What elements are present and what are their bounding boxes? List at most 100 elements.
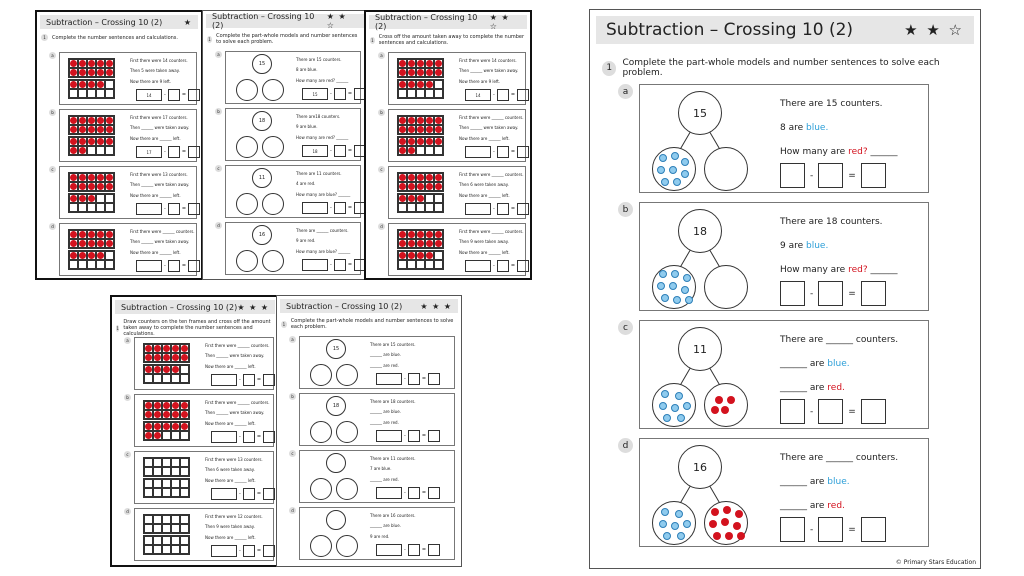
part-circle-right xyxy=(704,501,748,545)
frame-cell xyxy=(78,146,87,155)
frame-cell xyxy=(407,125,416,134)
line-3: Now there are ______ left. xyxy=(130,250,181,255)
part-circle-left xyxy=(236,136,258,158)
frame-cell xyxy=(87,173,96,182)
ten-frame xyxy=(143,364,190,384)
frame-cell xyxy=(162,545,171,554)
frame-cell xyxy=(416,137,425,146)
answer-box[interactable] xyxy=(780,399,805,424)
worksheet-header: Subtraction – Crossing 10 (2) ★ xyxy=(40,15,198,29)
line-2-text: ______ are xyxy=(780,359,828,369)
answer-box[interactable] xyxy=(780,281,805,306)
blue-counter xyxy=(685,296,693,304)
line-3-text: ______ are xyxy=(780,383,828,393)
frame-cell xyxy=(416,146,425,155)
problem-box: First there were 17 counters.Then ______… xyxy=(59,109,201,162)
ten-frame xyxy=(143,457,190,477)
blue-counter xyxy=(681,170,689,178)
frame-cell xyxy=(87,68,96,77)
frame-cell xyxy=(69,125,78,134)
frame-cell xyxy=(398,260,407,269)
question-number: 1 xyxy=(602,60,617,76)
minus-sign: - xyxy=(164,263,166,269)
number-sentence: 14-= xyxy=(465,89,530,101)
line-1: There are 11 counters. xyxy=(296,171,342,176)
frame-cell xyxy=(144,401,153,410)
worksheet-header: Subtraction – Crossing 10 (2) ★ ★ ★ xyxy=(280,299,458,313)
answer-box[interactable] xyxy=(860,281,886,306)
frame-cell xyxy=(153,344,162,353)
frame-cell xyxy=(425,125,434,134)
frame-cell xyxy=(416,230,425,239)
blue-counter xyxy=(659,402,667,410)
frame-cell xyxy=(69,251,78,260)
frame-cell xyxy=(144,467,153,476)
answer-box xyxy=(407,430,420,442)
frame-cell xyxy=(398,194,407,203)
answer-box[interactable] xyxy=(818,163,844,188)
part-circle-right xyxy=(704,265,748,309)
answer-box[interactable] xyxy=(860,163,886,188)
frame-cell xyxy=(162,401,171,410)
part-circle-left xyxy=(652,265,696,309)
frame-cell xyxy=(96,194,105,203)
answer-box[interactable] xyxy=(818,399,844,424)
line-2: ______ are blue. xyxy=(370,409,401,414)
equals-sign: = xyxy=(181,206,187,212)
frame-cell xyxy=(425,137,434,146)
frame-cell xyxy=(144,479,153,488)
problem-label: d xyxy=(289,507,296,514)
answer-box xyxy=(496,260,509,272)
answer-box xyxy=(136,203,162,215)
answer-box[interactable] xyxy=(860,517,886,542)
frame-cell xyxy=(153,365,162,374)
line-2-color: blue. xyxy=(827,477,850,487)
frame-cell xyxy=(162,422,171,431)
frame-cell xyxy=(78,203,87,212)
number-sentence: -= xyxy=(302,202,367,214)
answer-box[interactable] xyxy=(818,517,844,542)
answer-box[interactable] xyxy=(780,163,805,188)
problem-label: d xyxy=(49,223,56,230)
line-2: 7 are blue. xyxy=(370,466,392,471)
answer-box[interactable] xyxy=(780,517,805,542)
worksheet-header: Subtraction – Crossing 10 (2) ★ ★ ★ xyxy=(115,300,275,314)
answer-box[interactable] xyxy=(860,399,886,424)
problem-box: First there were 14 counters.Then ______… xyxy=(388,52,530,105)
problem-label: b xyxy=(289,393,296,400)
copyright: © Primary Stars Education xyxy=(895,559,976,566)
answer-box[interactable] xyxy=(818,281,844,306)
line-3-text: How many are xyxy=(780,147,849,157)
frame-cell xyxy=(87,182,96,191)
blue-counter xyxy=(673,178,681,186)
frame-cell xyxy=(180,365,189,374)
frame-cell xyxy=(180,545,189,554)
equals-sign: = xyxy=(256,434,262,440)
equals-sign: = xyxy=(421,490,427,496)
line-3-blank: ______ xyxy=(867,265,898,275)
equals-sign: = xyxy=(256,491,262,497)
problem-label: c xyxy=(49,166,56,173)
whole-circle: 11 xyxy=(678,327,722,371)
frame-cell xyxy=(105,80,114,89)
blue-counter xyxy=(657,166,665,174)
frame-cell xyxy=(398,203,407,212)
line-2-color: blue. xyxy=(806,123,829,133)
minus-sign: - xyxy=(493,92,495,98)
answer-box xyxy=(263,374,276,386)
red-counter xyxy=(723,506,731,514)
answer-box xyxy=(407,487,420,499)
number-sentence: -= xyxy=(780,399,886,424)
minus-sign: - xyxy=(810,524,814,535)
problem-label: a xyxy=(618,84,633,99)
line-1: First there were 14 counters. xyxy=(130,58,188,63)
answer-box xyxy=(188,260,201,272)
answer-box xyxy=(376,487,402,499)
